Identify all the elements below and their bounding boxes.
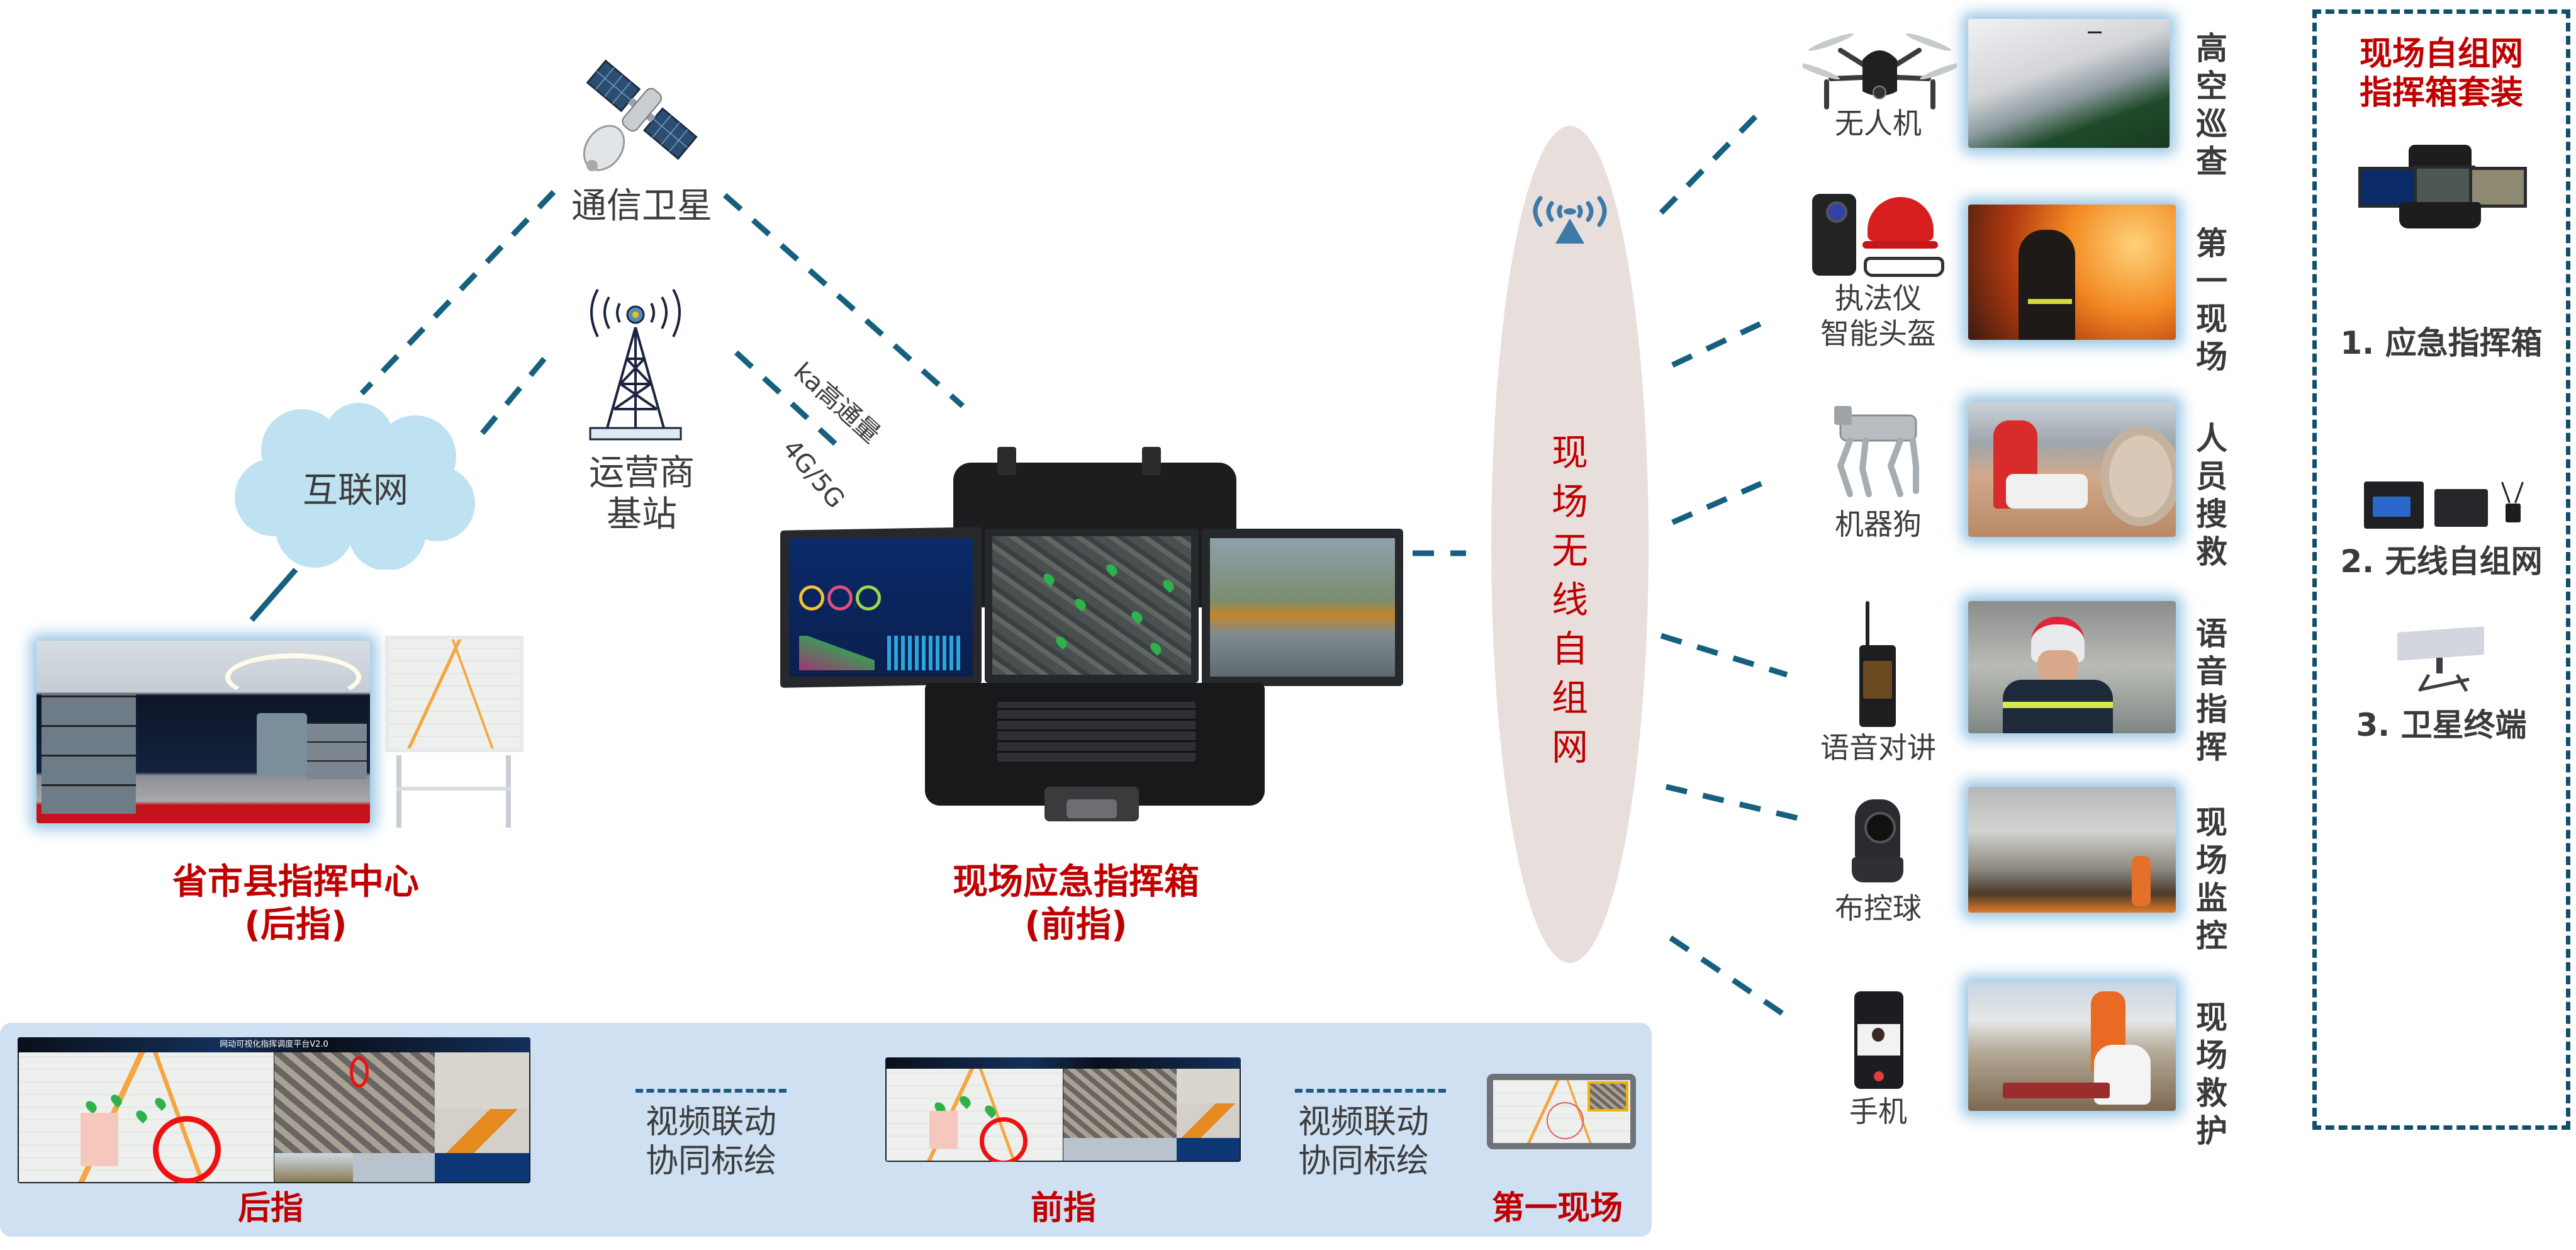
field-tablet	[1487, 1074, 1636, 1149]
device-label-phone: 手机	[1849, 1095, 1907, 1129]
firefighter-photo	[1968, 205, 2176, 340]
bottom-front-label: 前指	[1030, 1190, 1096, 1227]
connector-satellite-internet	[359, 189, 556, 396]
rear-command-subtitle: (后指)	[244, 904, 347, 945]
antenna-signal-icon	[1529, 192, 1611, 245]
connector-wireless-drone	[1659, 108, 1764, 215]
link-separator-front-field	[1295, 1089, 1446, 1093]
bottom-rear-label: 后指	[237, 1190, 303, 1227]
internet-label: 互联网	[303, 470, 408, 511]
link-label-line1-a: 视频联动	[645, 1103, 776, 1141]
wireless-char: 线	[1551, 578, 1588, 621]
satellite-label: 通信卫星	[571, 186, 712, 227]
device-label-bodycam: 执法仪	[1835, 281, 1922, 315]
rescue-robot-photo	[1968, 402, 2176, 537]
wireless-char: 组	[1551, 677, 1588, 719]
walkie-talkie-icon	[1859, 601, 1897, 727]
kit-dashed-box	[2312, 9, 2570, 1130]
ptz-camera-icon	[1852, 799, 1905, 884]
connector-tower-internet	[479, 357, 547, 436]
emergency-command-case	[780, 434, 1403, 825]
device-label-robot-dog: 机器狗	[1835, 507, 1922, 541]
kit-title-line1: 现场自组网	[2359, 35, 2523, 73]
forest-fire-photo	[1968, 787, 2176, 913]
function-label-site-monitoring: 现场监控	[2191, 806, 2227, 957]
device-label-ptz-camera: 布控球	[1835, 891, 1922, 925]
wireless-char: 网	[1551, 726, 1588, 769]
wireless-mesh-ellipse	[1491, 126, 1649, 963]
radio-commander-photo	[1968, 601, 2176, 733]
function-label-first-scene: 第一现场	[2191, 227, 2227, 378]
wireless-char: 场	[1551, 480, 1588, 523]
kit-title-line2: 指挥箱套装	[2359, 74, 2523, 112]
front-command-subtitle: (前指)	[1024, 904, 1128, 945]
forest-smoke-photo	[1968, 19, 2170, 148]
connector-wireless-radio	[1660, 633, 1788, 678]
robot-dog-icon	[1822, 400, 1935, 500]
kit-item-satellite-terminal: 3. 卫星终端	[2356, 707, 2527, 743]
kit-item-command-case: 1. 应急指挥箱	[2340, 325, 2543, 361]
phone-icon	[1854, 991, 1903, 1089]
cell-tower-icon	[579, 277, 692, 444]
wireless-char: 自	[1551, 628, 1588, 670]
connector-satellite-case	[723, 193, 965, 408]
device-label-walkie-talkie: 语音对讲	[1820, 731, 1936, 765]
link-label-line2-b: 协同标绘	[1297, 1142, 1429, 1180]
connector-wireless-robotdog	[1671, 475, 1774, 526]
connector-wireless-camera	[1665, 784, 1800, 821]
device-label-drone: 无人机	[1835, 106, 1922, 140]
link-separator-rear-front	[636, 1089, 787, 1093]
kit-item-mesh-radio: 2. 无线自组网	[2340, 543, 2543, 580]
drone-icon	[1797, 28, 1963, 110]
front-platform-screen	[885, 1057, 1241, 1162]
link-label-line1-b: 视频联动	[1297, 1103, 1429, 1141]
wireless-mesh-label: 现 场 无 线 自 组 网	[1551, 428, 1589, 772]
tower-label-line1: 运营商	[589, 453, 695, 493]
tower-label-line2: 基站	[607, 494, 677, 535]
front-command-title: 现场应急指挥箱	[953, 862, 1199, 903]
cloud-icon	[233, 403, 478, 571]
function-label-voice-command: 语音指挥	[2191, 617, 2227, 768]
wireless-char: 现	[1551, 431, 1588, 474]
device-label-helmet: 智能头盔	[1820, 317, 1936, 351]
wireless-char: 无	[1551, 529, 1588, 572]
bottom-field-label: 第一现场	[1491, 1190, 1623, 1227]
link-label-line2-a: 协同标绘	[645, 1142, 776, 1180]
command-case-icon	[2358, 142, 2527, 230]
function-label-search-rescue: 人员搜救	[2191, 422, 2227, 573]
rear-platform-screen: 网动可视化指挥调度平台V2.0	[18, 1037, 530, 1183]
satellite-terminal-icon	[2397, 626, 2489, 692]
function-label-aerial-patrol: 高空巡查	[2191, 31, 2227, 183]
interactive-whiteboard	[385, 636, 527, 831]
function-label-site-first-aid: 现场救护	[2191, 1001, 2227, 1152]
rear-command-title: 省市县指挥中心	[172, 862, 419, 903]
bodycam-helmet-icon	[1812, 194, 1944, 279]
connector-internet-center	[249, 568, 298, 622]
connector-wireless-phone	[1669, 935, 1789, 1019]
satellite-icon	[569, 47, 711, 176]
command-center-video-wall	[36, 641, 370, 823]
connector-wireless-bodycam	[1671, 315, 1774, 368]
field-rescue-photo	[1968, 982, 2176, 1111]
screen-title: 网动可视化指挥调度平台V2.0	[220, 1040, 328, 1049]
mesh-radio-icon	[2364, 481, 2531, 532]
